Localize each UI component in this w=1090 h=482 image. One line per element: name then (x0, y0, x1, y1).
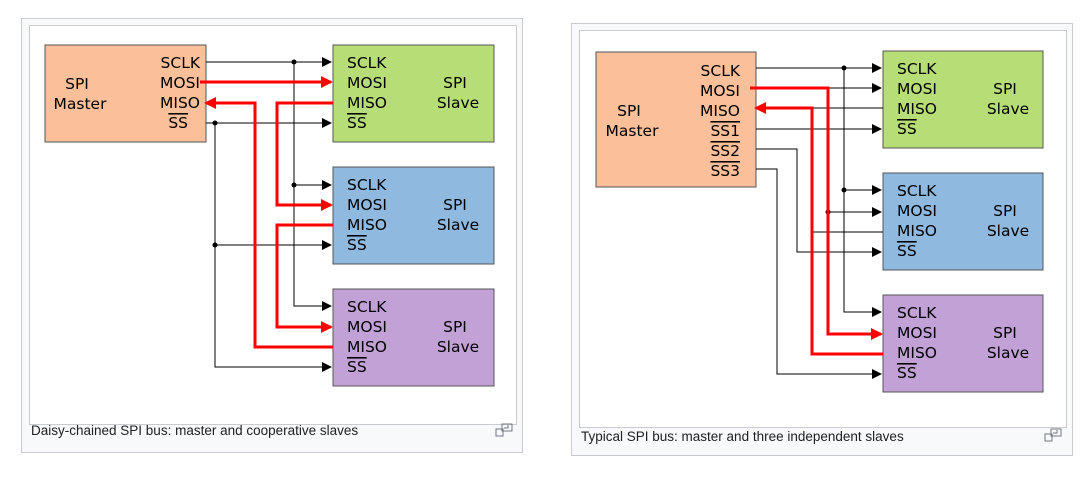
slave3b-pin-mosi: MOSI (897, 324, 937, 342)
master-pin-miso: MISO (160, 94, 200, 112)
slave3-pin-miso: MISO (347, 338, 387, 356)
slave3b-pin-miso: MISO (897, 344, 937, 362)
slave2-label-line1: SPI (443, 196, 467, 214)
master-box (44, 44, 207, 143)
slave1-pin-ss: SS (347, 114, 367, 132)
miso-bus (812, 107, 883, 233)
slave1-box-2 (882, 50, 1044, 149)
slave3b-label-line2: Slave (987, 344, 1029, 362)
figure-caption-daisy-chain: Daisy-chained SPI bus: master and cooper… (31, 423, 359, 438)
slave2b-pin-ss: SS (897, 242, 917, 260)
slave3b-pin-ss: SS (897, 364, 917, 382)
sclk-junction-2 (291, 182, 297, 188)
master2-label-line2: Master (606, 122, 660, 140)
slave1b-label-line2: Slave (987, 100, 1029, 118)
slave2-pin-ss: SS (347, 236, 367, 254)
slave3-pin-sclk: SCLK (347, 298, 387, 316)
slave1-label-line1: SPI (443, 74, 467, 92)
sclk-bus (756, 63, 882, 317)
daisy-chain-diagram: SPI Master SCLK MOSI MISO SS SCLK MOSI M… (44, 44, 495, 387)
ss-junction-2 (212, 242, 218, 248)
slave1b-pin-miso: MISO (897, 100, 937, 118)
independent-slaves-diagram: SPI Master SCLK MOSI MISO SS1 SS2 SS3 SC… (595, 50, 1044, 393)
slave1-label-line2: Slave (437, 94, 479, 112)
slave2b-pin-mosi: MOSI (897, 202, 937, 220)
master-pin-ss: SS (168, 114, 188, 132)
figure-caption-independent: Typical SPI bus: master and three indepe… (581, 429, 904, 444)
slave2-label-line2: Slave (437, 216, 479, 234)
master-box-2 (595, 51, 757, 188)
sclk-wires (206, 57, 332, 311)
slave2b-label-line2: Slave (987, 222, 1029, 240)
enlarge-icon[interactable] (495, 423, 513, 437)
slave1-pin-miso: MISO (347, 94, 387, 112)
ss-junction-1 (212, 120, 218, 126)
master2-label-line1: SPI (617, 102, 641, 120)
master2-pin-ss2: SS2 (710, 142, 740, 160)
slave1b-pin-ss: SS (897, 120, 917, 138)
master-label-line1: SPI (65, 75, 89, 93)
master2-pin-sclk: SCLK (701, 62, 741, 80)
slave2-box-2 (882, 172, 1044, 271)
ss-wires (206, 118, 332, 372)
active-data-path (750, 86, 883, 356)
slave3-label-line1: SPI (443, 318, 467, 336)
slave2-pin-miso: MISO (347, 216, 387, 234)
slave2-pin-sclk: SCLK (347, 176, 387, 194)
master-pin-sclk: SCLK (161, 54, 201, 72)
slave1-box (332, 44, 495, 143)
slave3-box-2 (882, 294, 1044, 393)
slave1b-pin-sclk: SCLK (897, 60, 937, 78)
sclk-junction-1 (291, 59, 297, 65)
slave2b-pin-miso: MISO (897, 222, 937, 240)
daisy-chain-data-path (200, 76, 333, 349)
master2-pin-ss3: SS3 (710, 162, 740, 180)
sclk-bus-junction-1 (841, 65, 847, 71)
slave2-box (332, 166, 495, 265)
slave2b-pin-sclk: SCLK (897, 182, 937, 200)
master2-pin-miso: MISO (700, 102, 740, 120)
slave3b-pin-sclk: SCLK (897, 304, 937, 322)
master-label-line2: Master (54, 95, 108, 113)
master2-pin-mosi: MOSI (700, 82, 740, 100)
slave2b-label-line1: SPI (993, 202, 1017, 220)
slave3-pin-ss: SS (347, 358, 367, 376)
slave3-pin-mosi: MOSI (347, 318, 387, 336)
master-pin-mosi: MOSI (160, 74, 200, 92)
slave2-pin-mosi: MOSI (347, 196, 387, 214)
master2-pin-ss1: SS1 (710, 122, 740, 140)
slave1-pin-sclk: SCLK (347, 54, 387, 72)
figure-independent-slaves: SPI Master SCLK MOSI MISO SS1 SS2 SS3 SC… (571, 23, 1073, 456)
slave1b-pin-mosi: MOSI (897, 80, 937, 98)
slave1b-label-line1: SPI (993, 80, 1017, 98)
enlarge-icon[interactable] (1044, 428, 1062, 442)
slave1-pin-mosi: MOSI (347, 74, 387, 92)
figure-daisy-chain: SPI Master SCLK MOSI MISO SS SCLK MOSI M… (21, 18, 523, 453)
slave3b-label-line1: SPI (993, 324, 1017, 342)
slave3-label-line2: Slave (437, 338, 479, 356)
slave3-box (332, 288, 495, 387)
sclk-bus-junction-2 (841, 187, 847, 193)
chip-select-lines (756, 124, 882, 379)
